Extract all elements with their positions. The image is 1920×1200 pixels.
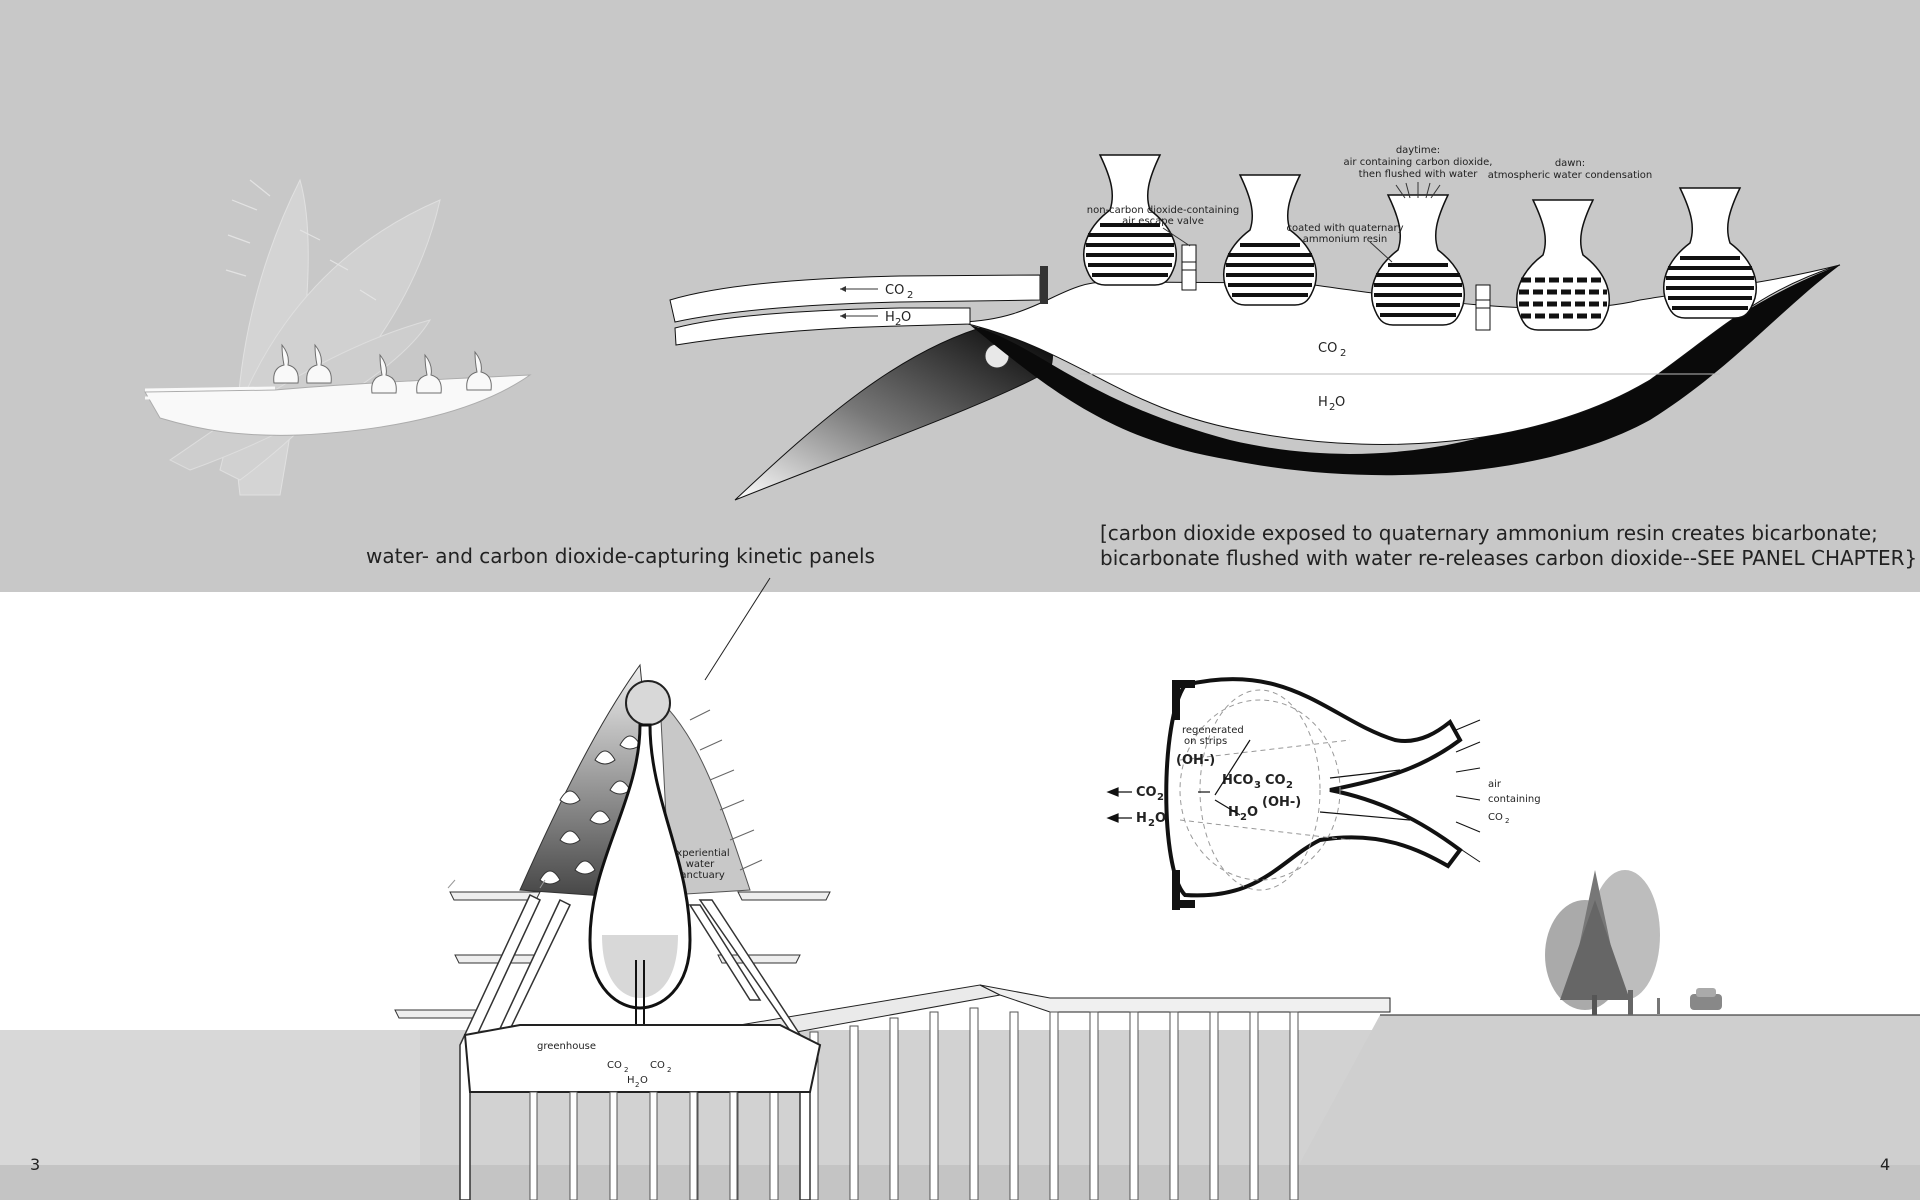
platform-trays — [394, 879, 831, 1019]
svg-text:O: O — [1247, 805, 1258, 820]
svg-text:sanctuary: sanctuary — [675, 870, 725, 881]
svg-text:(OH-): (OH-) — [1176, 753, 1215, 768]
resin-label: coated with quaternary — [1286, 223, 1403, 234]
svg-text:H: H — [627, 1075, 635, 1086]
svg-text:2: 2 — [667, 1066, 671, 1074]
svg-text:air containing carbon dioxide,: air containing carbon dioxide, — [1344, 157, 1493, 168]
dawn-label: dawn: — [1555, 158, 1585, 169]
capture-horn — [1663, 187, 1757, 319]
svg-text:O: O — [640, 1075, 648, 1086]
svg-text:(OH-): (OH-) — [1262, 795, 1301, 810]
terrain — [0, 1014, 1920, 1200]
svg-text:atmospheric water condensation: atmospheric water condensation — [1488, 170, 1652, 181]
greenhouse — [463, 1024, 822, 1093]
h2o-pipe-label: H — [885, 310, 895, 325]
svg-text:O: O — [1335, 395, 1345, 410]
detail-horn-body — [1164, 677, 1463, 898]
svg-text:2: 2 — [895, 317, 901, 328]
airflow-arrows — [1395, 182, 1441, 199]
kinetic-panel-motion-sketch — [144, 178, 532, 496]
air-inflow-arrows — [1455, 719, 1481, 863]
capture-horn — [1223, 174, 1317, 306]
svg-text:2: 2 — [1148, 818, 1155, 829]
h2o-pipe — [674, 307, 971, 346]
panel-section-drawing: CO 2 H 2 O CO 2 H 2 O — [669, 145, 1841, 501]
svg-text:CO: CO — [1488, 812, 1503, 823]
svg-text:2: 2 — [1505, 817, 1509, 825]
svg-text:O: O — [1155, 811, 1166, 826]
co2-chamber-label: CO — [1318, 341, 1337, 356]
sketch-horns — [273, 343, 492, 394]
tower-top-ball — [625, 680, 671, 726]
svg-text:2: 2 — [1286, 780, 1293, 791]
svg-text:2: 2 — [635, 1081, 639, 1089]
water-tower-structure: experiential water sanctuary greenhouse — [394, 663, 831, 1200]
bicarbonate-caption-line-2: bicarbonate flushed with water re-releas… — [1100, 546, 1917, 570]
svg-text:then flushed with water: then flushed with water — [1359, 169, 1479, 180]
kinetic-panels-caption: water- and carbon dioxide-capturing kine… — [366, 544, 875, 568]
capture-horn — [1516, 199, 1610, 331]
svg-text:air escape valve: air escape valve — [1122, 216, 1204, 227]
page-number-left: 3 — [30, 1155, 40, 1174]
capture-horns — [1083, 154, 1757, 331]
svg-text:air: air — [1488, 779, 1502, 790]
panel-white-body — [959, 264, 1841, 445]
landscape-trees — [1545, 870, 1660, 1015]
bicarbonate-caption-line-1: [carbon dioxide exposed to quaternary am… — [1100, 521, 1878, 545]
section-annotations: non-carbon dioxide-containing air escape… — [1087, 145, 1652, 263]
svg-text:H: H — [1136, 811, 1147, 826]
svg-text:2: 2 — [907, 290, 913, 301]
svg-text:containing: containing — [1488, 794, 1541, 805]
caption-leader-line — [704, 577, 771, 681]
svg-text:3: 3 — [1254, 780, 1261, 791]
panel-cluster-right — [659, 698, 751, 896]
valve-label: non-carbon dioxide-containing — [1087, 205, 1239, 216]
greenhouse-columns — [529, 1091, 738, 1200]
svg-text:2: 2 — [1340, 348, 1346, 359]
svg-text:2: 2 — [1240, 812, 1247, 823]
svg-text:regenerated: regenerated — [1182, 725, 1244, 736]
svg-text:HCO: HCO — [1222, 773, 1253, 788]
page-number-right: 4 — [1880, 1155, 1890, 1174]
svg-text:CO: CO — [1136, 785, 1157, 800]
svg-text:water: water — [686, 859, 715, 870]
svg-text:2: 2 — [624, 1066, 628, 1074]
daytime-label: daytime: — [1396, 145, 1440, 156]
svg-text:CO: CO — [650, 1060, 665, 1071]
h2o-chamber-label: H — [1318, 395, 1328, 410]
svg-text:on strips: on strips — [1184, 736, 1227, 747]
greenhouse-label: greenhouse — [537, 1041, 596, 1052]
panel-black-hull — [970, 265, 1840, 476]
svg-text:CO: CO — [607, 1060, 622, 1071]
svg-text:2: 2 — [1329, 402, 1335, 413]
svg-text:O: O — [901, 310, 911, 325]
capture-horn — [1371, 194, 1465, 326]
svg-text:ammonium resin: ammonium resin — [1303, 234, 1387, 245]
pipe-labels: CO 2 H 2 O — [840, 283, 913, 328]
capture-horn-detail: regenerated on strips (OH-) HCO 3 CO 2 (… — [1106, 677, 1541, 910]
co2-pipe-label: CO — [885, 283, 904, 298]
svg-text:CO: CO — [1265, 773, 1286, 788]
capture-horn — [1083, 154, 1177, 286]
sanctuary-label: experiential — [670, 848, 729, 859]
svg-text:H: H — [1228, 805, 1239, 820]
car — [1657, 988, 1722, 1014]
air-escape-valves — [1181, 244, 1491, 331]
svg-text:2: 2 — [1157, 792, 1164, 803]
